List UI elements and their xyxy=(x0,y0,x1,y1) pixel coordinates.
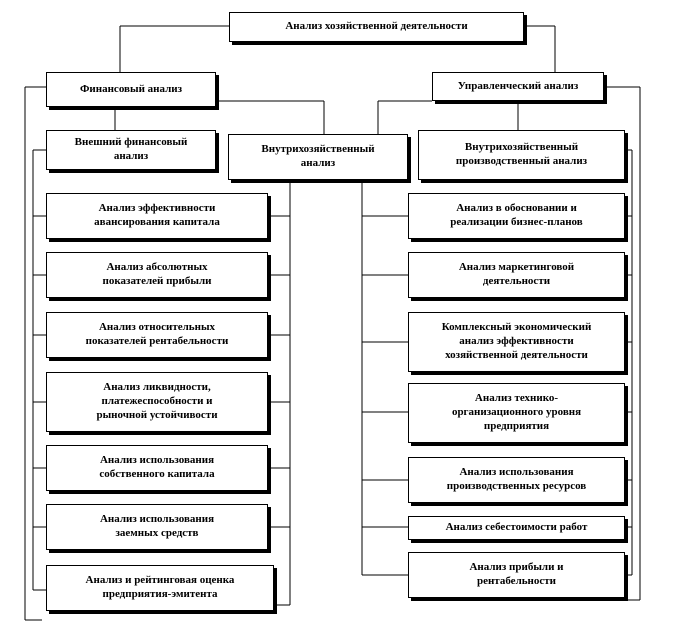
left-item-6: Анализ использования заемных средств xyxy=(46,504,268,550)
left-item-1: Анализ эффективности авансирования капит… xyxy=(46,193,268,239)
right-item-7: Анализ прибыли и рентабельности xyxy=(408,552,625,598)
root-node: Анализ хозяйственной деятельности xyxy=(229,12,524,42)
external-financial-node: Внешний финансовый анализ xyxy=(46,130,216,170)
right-item-5: Анализ использования производственных ре… xyxy=(408,457,625,503)
left-item-5: Анализ использования собственного капита… xyxy=(46,445,268,491)
left-item-4: Анализ ликвидности, платежеспособности и… xyxy=(46,372,268,432)
right-item-2: Анализ маркетинговой деятельности xyxy=(408,252,625,298)
right-item-4: Анализ технико- организационного уровня … xyxy=(408,383,625,443)
managerial-analysis-node: Управленческий анализ xyxy=(432,72,604,101)
right-item-1: Анализ в обосновании и реализации бизнес… xyxy=(408,193,625,239)
internal-analysis-node: Внутрихозяйственный анализ xyxy=(228,134,408,180)
right-item-3: Комплексный экономический анализ эффекти… xyxy=(408,312,625,372)
financial-analysis-node: Финансовый анализ xyxy=(46,72,216,107)
production-analysis-node: Внутрихозяйственный производственный ана… xyxy=(418,130,625,180)
right-item-6: Анализ себестоимости работ xyxy=(408,516,625,540)
left-item-2: Анализ абсолютных показателей прибыли xyxy=(46,252,268,298)
left-item-3: Анализ относительных показателей рентабе… xyxy=(46,312,268,358)
left-item-7: Анализ и рейтинговая оценка предприятия-… xyxy=(46,565,274,611)
